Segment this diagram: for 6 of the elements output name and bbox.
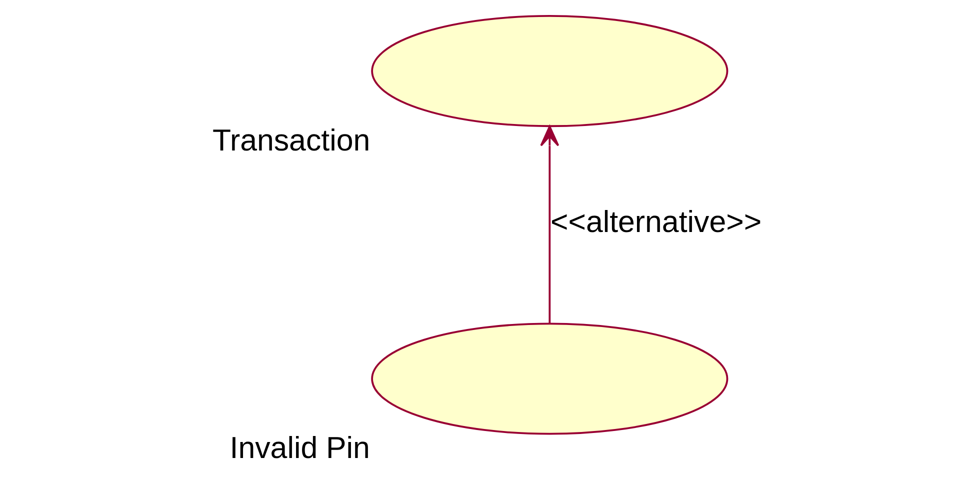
- arrow: [540, 126, 560, 324]
- node-label: Transaction: [212, 123, 370, 158]
- node-ellipse: [371, 15, 728, 128]
- edge-label: <<alternative>>: [550, 205, 762, 240]
- node-ellipse: [371, 322, 728, 435]
- node-label: Invalid Pin: [230, 431, 370, 466]
